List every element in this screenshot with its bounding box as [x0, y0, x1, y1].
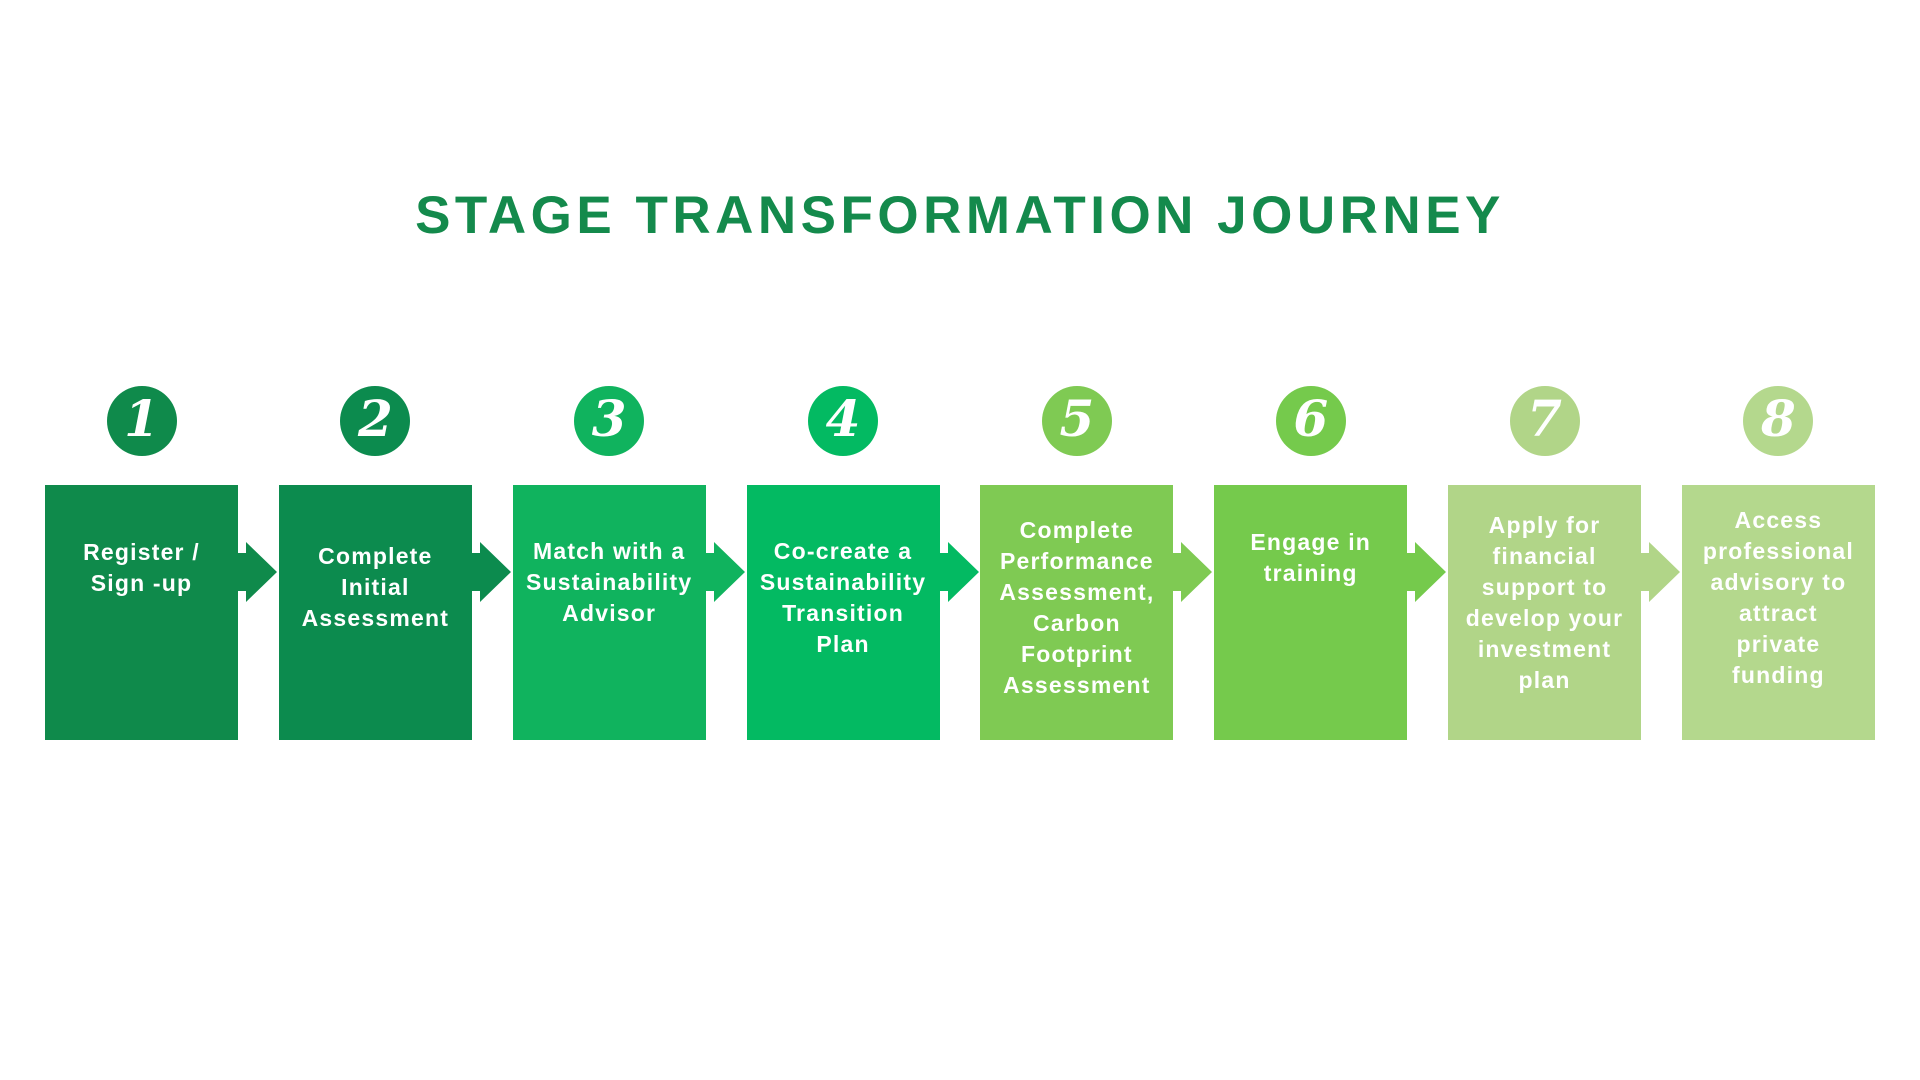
stage-4-box: Co-create a Sustainability Transition Pl…	[746, 485, 940, 740]
stage-6-number: 6	[1293, 389, 1329, 448]
stage-1-box: Register / Sign -up	[45, 485, 238, 740]
stage-5-number-badge: 5	[1041, 386, 1112, 456]
arrow-right-icon	[698, 542, 745, 602]
stage-1-number: 1	[124, 389, 159, 448]
stage-3-number: 3	[591, 389, 627, 448]
stage-5-number: 5	[1059, 389, 1095, 448]
stage-8-box: Access professional advisory to attract …	[1681, 485, 1875, 740]
arrow-right-icon	[464, 542, 511, 602]
stage-1: 1 Register / Sign -up	[45, 386, 277, 740]
stage-4-number: 4	[825, 389, 861, 448]
stage-8-number-badge: 8	[1743, 386, 1814, 456]
stage-2-number-badge: 2	[340, 386, 411, 456]
stage-6: 6 Engage in training	[1214, 386, 1447, 740]
arrow-right-icon	[1400, 542, 1447, 602]
stage-7-box: Apply for financial support to develop y…	[1448, 485, 1642, 740]
arrow-right-icon	[932, 542, 979, 602]
stage-8: 8 Access professional advisory to attrac…	[1681, 386, 1875, 740]
arrow-right-icon	[1634, 542, 1681, 602]
arrow-right-icon	[231, 542, 277, 602]
stage-7-number-badge: 7	[1509, 386, 1580, 456]
journey-flow: 1 Register / Sign -up 2 Complete Initial…	[45, 386, 1875, 740]
stage-4-label: Co-create a Sustainability Transition Pl…	[759, 537, 927, 657]
stage-4: 4 Co-create a Sustainability Transition …	[746, 386, 979, 740]
stage-2: 2 Complete Initial Assessment	[278, 386, 511, 740]
stage-8-number: 8	[1761, 389, 1796, 448]
stage-2-number: 2	[357, 389, 393, 448]
arrow-right-icon	[1166, 542, 1213, 602]
stage-2-label: Complete Initial Assessment	[301, 543, 450, 631]
stage-1-number-badge: 1	[106, 386, 177, 456]
stage-7-label: Apply for financial support to develop y…	[1465, 511, 1624, 693]
stage-5-label: Complete Performance Assessment, Carbon …	[999, 516, 1155, 698]
stage-2-box: Complete Initial Assessment	[278, 485, 472, 740]
stage-7-number: 7	[1527, 389, 1562, 448]
stage-6-number-badge: 6	[1275, 386, 1346, 456]
stage-4-number-badge: 4	[808, 386, 879, 456]
stage-7: 7 Apply for financial support to develop…	[1448, 386, 1681, 740]
page-title: STAGE TRANSFORMATION JOURNEY	[415, 186, 1505, 245]
stage-8-label: Access professional advisory to attract …	[1702, 506, 1854, 688]
stage-6-box: Engage in training	[1214, 485, 1408, 740]
stage-1-label: Register / Sign -up	[83, 538, 200, 596]
stage-6-label: Engage in training	[1250, 528, 1372, 586]
stage-3-box: Match with a Sustainability Advisor	[512, 485, 706, 740]
stage-5: 5 Complete Performance Assessment, Carbo…	[980, 386, 1213, 740]
stage-3: 3 Match with a Sustainability Advisor	[512, 386, 745, 740]
stage-3-number-badge: 3	[574, 386, 645, 456]
stage-3-label: Match with a Sustainability Advisor	[526, 538, 693, 626]
stage-5-box: Complete Performance Assessment, Carbon …	[980, 485, 1174, 740]
